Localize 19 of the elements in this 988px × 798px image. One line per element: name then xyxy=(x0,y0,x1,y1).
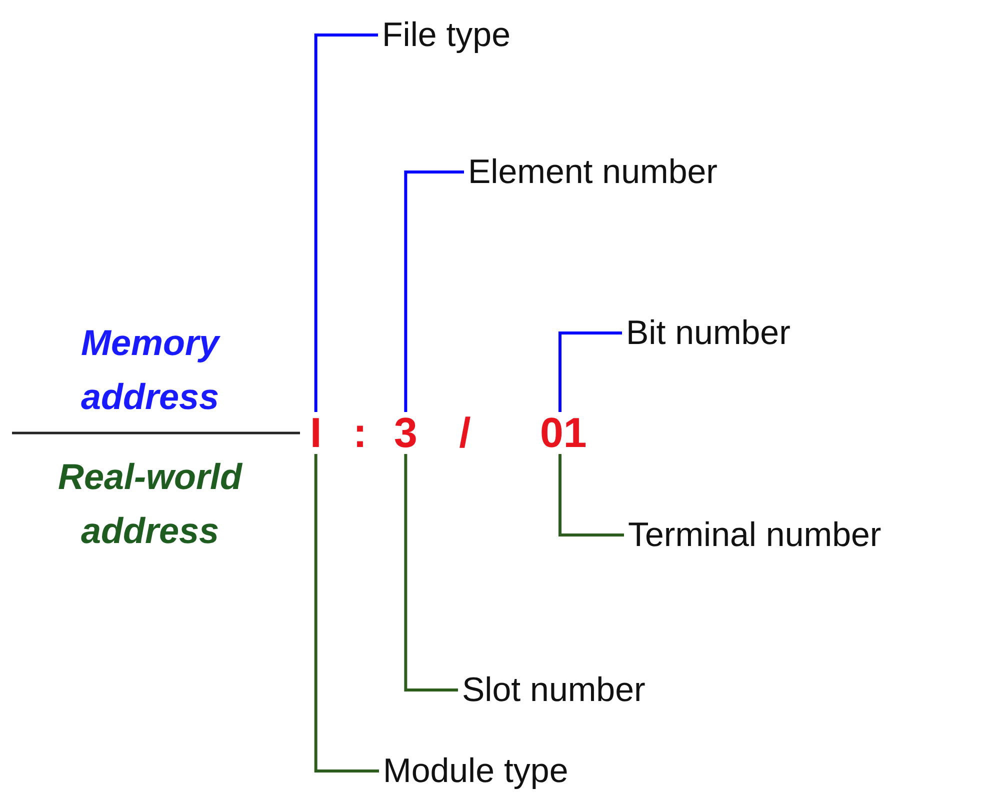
address-field: 01 xyxy=(540,410,587,456)
address-field: 3 xyxy=(394,410,418,456)
callout-label: Bit number xyxy=(626,313,790,353)
leader-line xyxy=(558,332,622,412)
leader-line xyxy=(314,454,379,772)
address-field: I xyxy=(310,410,322,456)
separator-symbol: : xyxy=(352,410,368,456)
leader-line xyxy=(314,34,378,412)
callout-label: Slot number xyxy=(462,670,646,710)
callout-label: Terminal number xyxy=(628,515,882,555)
leader-line xyxy=(404,454,458,692)
separator-symbol: / xyxy=(458,410,472,456)
side-caption: Real-world address xyxy=(56,455,244,553)
leader-line xyxy=(404,170,464,412)
callout-label: Element number xyxy=(468,152,718,192)
callout-label: Module type xyxy=(383,751,568,791)
leader-line xyxy=(558,454,624,536)
callout-label: File type xyxy=(382,15,510,55)
side-caption: Memory address xyxy=(80,321,222,419)
